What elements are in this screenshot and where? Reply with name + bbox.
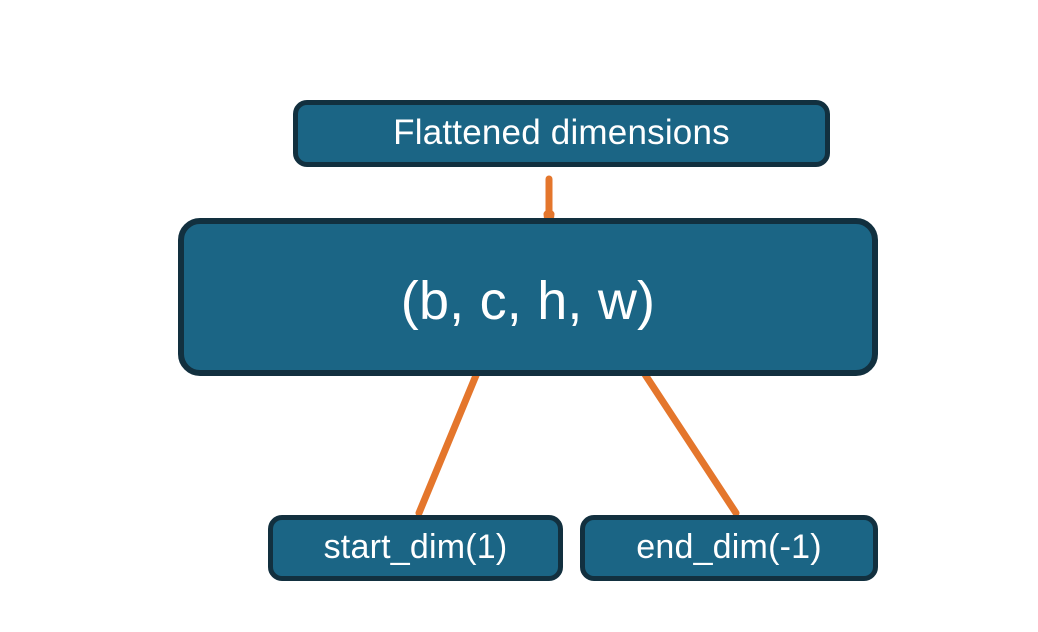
flattened-dimensions-label: Flattened dimensions <box>393 113 730 153</box>
flattened-dimensions-box[interactable]: Flattened dimensions <box>293 100 830 167</box>
start-dim-box[interactable]: start_dim(1) <box>268 515 563 581</box>
end-dim-box[interactable]: end_dim(-1) <box>580 515 878 581</box>
tensor-shape-box[interactable]: (b, c, h, w) <box>178 218 878 376</box>
start-dim-label: start_dim(1) <box>323 528 508 567</box>
tensor-shape-label: (b, c, h, w) <box>400 270 656 331</box>
end-dim-label: end_dim(-1) <box>636 528 822 567</box>
